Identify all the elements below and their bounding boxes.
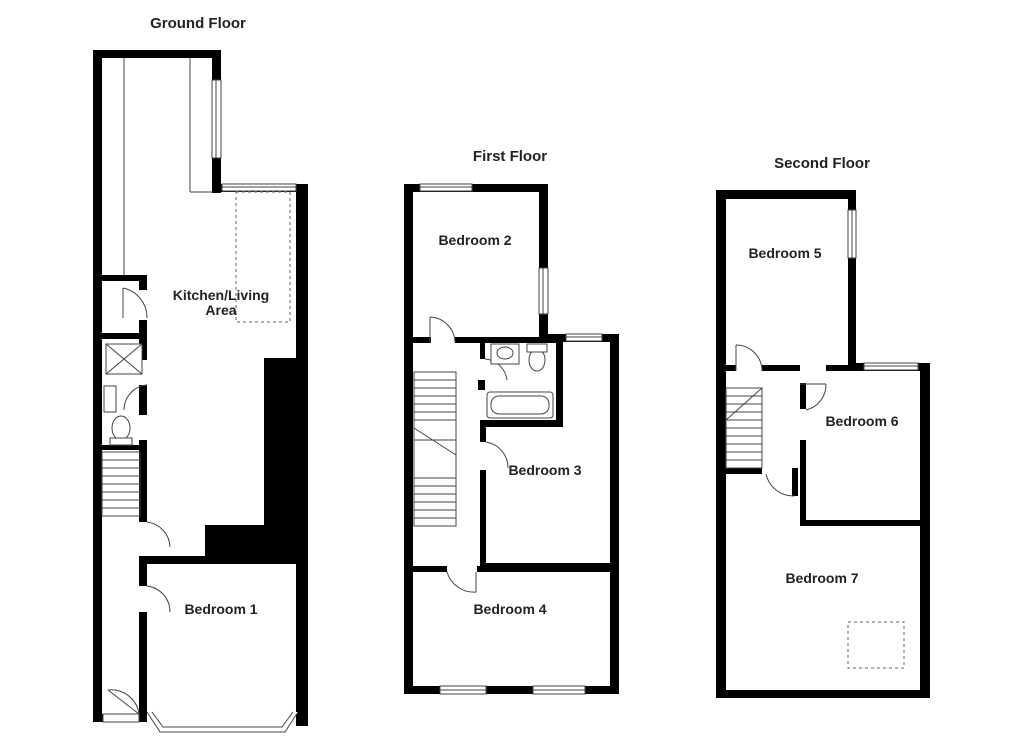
room-label-bedroom-4: Bedroom 4 (473, 601, 546, 617)
room-label-kitchen: Kitchen/Living (173, 287, 269, 303)
rooflight-outline (847, 621, 905, 669)
bath-icon (486, 391, 554, 419)
room-label-bedroom-3: Bedroom 3 (508, 462, 581, 478)
room-label-bedroom-6: Bedroom 6 (825, 413, 898, 429)
door-swing-icon (123, 384, 148, 411)
door-swing-icon (484, 358, 508, 381)
first-floor-title: First Floor (473, 148, 547, 165)
door-swing-icon (485, 441, 509, 469)
room-label-kitchen-area: Area (205, 302, 236, 318)
stairs-icon (725, 387, 763, 469)
bay-window-icon (146, 711, 299, 733)
room-label-bedroom-5: Bedroom 5 (748, 245, 821, 261)
first-floor-walls (404, 184, 619, 694)
basin-icon (103, 385, 117, 413)
rooflight-outline (235, 191, 291, 323)
door-swing-icon (446, 571, 477, 593)
door-swing-icon (800, 383, 827, 411)
door-swing-icon (765, 473, 795, 497)
room-label-bedroom-7: Bedroom 7 (785, 570, 858, 586)
stairs-icon (101, 451, 141, 517)
ground-floor-title: Ground Floor (150, 15, 246, 32)
toilet-icon (111, 415, 131, 441)
front-door-icon (107, 689, 140, 715)
ground-floor-walls (93, 50, 308, 726)
second-floor-walls (716, 190, 930, 698)
second-floor-title: Second Floor (774, 155, 870, 172)
stairs-icon (413, 371, 457, 527)
door-swing-icon (146, 585, 171, 613)
ground-floor: Ground Floor (93, 15, 308, 733)
second-floor: Second Floor (716, 155, 930, 698)
door-swing-icon (122, 287, 148, 319)
basin-icon (490, 343, 520, 365)
door-swing-icon (146, 521, 171, 548)
door-swing-icon (429, 316, 456, 343)
room-label-bedroom-2: Bedroom 2 (438, 232, 511, 248)
door-swing-icon (735, 344, 763, 372)
first-floor: First Floor (404, 148, 619, 695)
room-label-bedroom-1: Bedroom 1 (184, 601, 257, 617)
